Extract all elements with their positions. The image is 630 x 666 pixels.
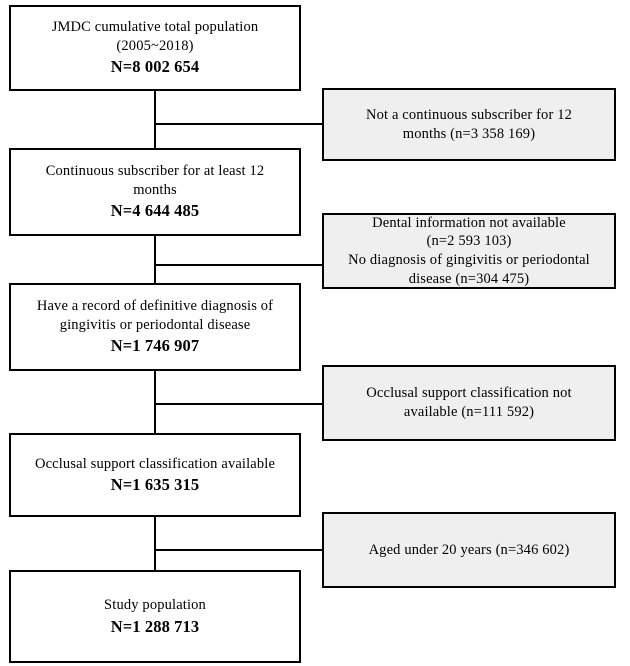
box-count-label: N=8 002 654 <box>110 57 200 77</box>
box-count-label: N=1 635 315 <box>110 475 200 495</box>
connector-branch-1 <box>154 123 322 125</box>
exclusion-line-1: Dental information not available <box>372 214 566 231</box>
exclusion-box-not-continuous-subscriber: Not a continuous subscriber for 12 month… <box>322 88 616 161</box>
connector-vertical-3 <box>154 371 156 433</box>
box-line-2: months <box>133 181 177 198</box>
exclusion-line-4: disease (n=304 475) <box>408 270 530 287</box>
box-count-label: N=1 746 907 <box>110 336 200 356</box>
box-line-1: Study population <box>104 597 206 613</box>
connector-branch-4 <box>154 549 322 551</box>
box-line-1: Occlusal support classification availabl… <box>34 455 276 472</box>
connector-vertical-1 <box>154 91 156 148</box>
box-line-1: JMDC cumulative total population <box>51 19 259 36</box>
box-line-1: Continuous subscriber for at least 12 <box>45 163 265 180</box>
connector-vertical-2 <box>154 236 156 283</box>
connector-branch-2 <box>154 264 322 266</box>
exclusion-line-1: Aged under 20 years (n=346 602) <box>368 541 570 558</box>
box-line-2: gingivitis or periodontal disease <box>59 316 251 333</box>
box-line-2: (2005~2018) <box>116 37 194 54</box>
connector-branch-3 <box>154 403 322 405</box>
connector-vertical-4 <box>154 517 156 570</box>
flow-box-study-population: Study population N=1 288 713 <box>9 570 301 663</box>
exclusion-box-aged-under-20: Aged under 20 years (n=346 602) <box>322 512 616 588</box>
flow-box-continuous-subscriber: Continuous subscriber for at least 12 mo… <box>9 148 301 236</box>
exclusion-line-2: (n=2 593 103) <box>426 233 512 250</box>
exclusion-line-2: months (n=3 358 169) <box>402 125 536 142</box>
box-count-label: N=1 288 713 <box>110 616 200 636</box>
flow-box-occlusal-support-available: Occlusal support classification availabl… <box>9 433 301 517</box>
exclusion-line-3: No diagnosis of gingivitis or periodonta… <box>348 252 590 268</box>
box-line-1: Have a record of definitive diagnosis of <box>36 298 274 315</box>
exclusion-line-1: Occlusal support classification not <box>366 385 572 402</box>
exclusion-box-no-occlusal-classification: Occlusal support classification not avai… <box>322 365 616 441</box>
exclusion-box-no-dental-information: Dental information not available (n=2 59… <box>322 213 616 289</box>
flow-box-jmdc-total-population: JMDC cumulative total population (2005~2… <box>9 5 301 91</box>
box-count-label: N=4 644 485 <box>110 201 200 221</box>
flow-box-definitive-diagnosis: Have a record of definitive diagnosis of… <box>9 283 301 371</box>
exclusion-line-2: available (n=111 592) <box>403 404 535 420</box>
exclusion-line-1: Not a continuous subscriber for 12 <box>365 106 573 123</box>
